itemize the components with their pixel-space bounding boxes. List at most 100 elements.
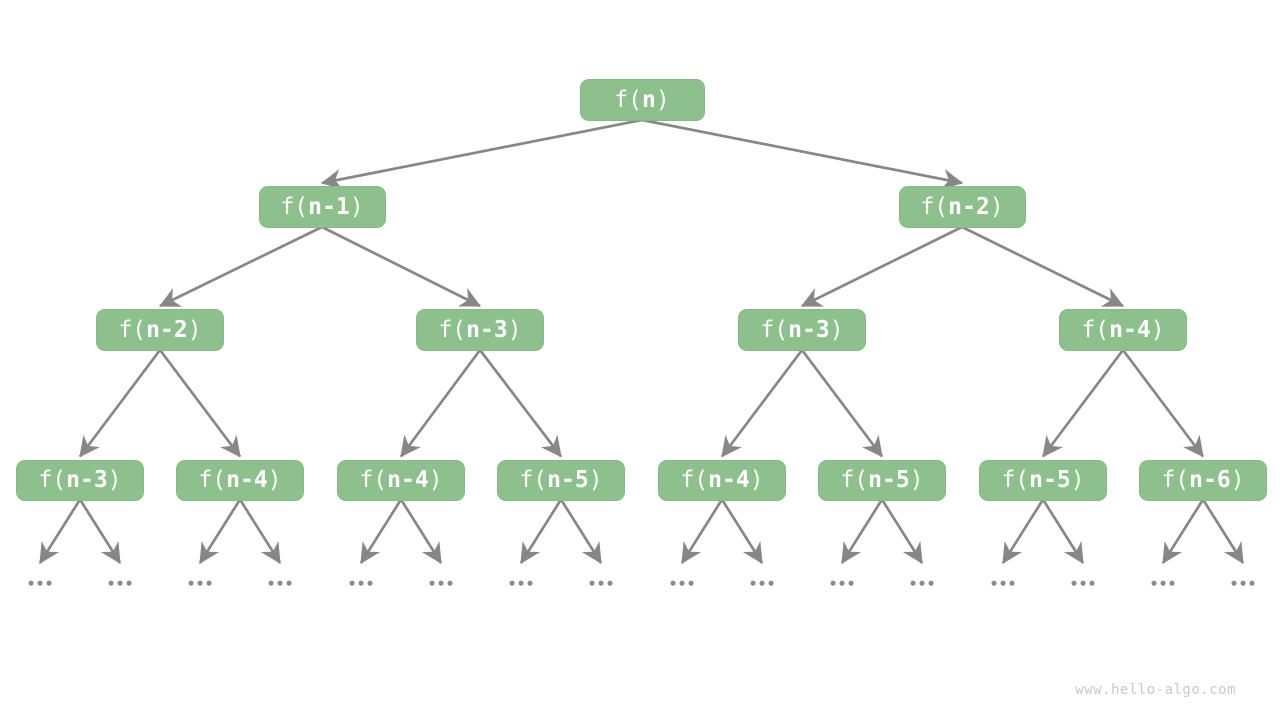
tree-edge bbox=[880, 498, 924, 564]
ellipsis-leaf bbox=[749, 580, 776, 586]
ellipsis-leaf bbox=[348, 580, 375, 586]
ellipsis-dot bbox=[1240, 580, 1246, 586]
node-label-suffix: ) bbox=[267, 466, 282, 493]
ellipsis-dot bbox=[1249, 580, 1255, 586]
tree-node: f(n-4) bbox=[337, 459, 465, 501]
ellipsis-leaf bbox=[909, 580, 936, 586]
tree-edge bbox=[158, 349, 242, 458]
ellipsis-dot bbox=[286, 580, 292, 586]
tree-node: f(n-3) bbox=[738, 309, 866, 351]
ellipsis-dot bbox=[527, 580, 533, 586]
node-label-suffix: ) bbox=[989, 193, 1004, 220]
tree-edge bbox=[840, 498, 884, 564]
ellipsis-dot bbox=[206, 580, 212, 586]
node-label-prefix: f( bbox=[38, 466, 67, 493]
node-label-argument: n bbox=[641, 86, 656, 113]
node-label-prefix: f( bbox=[198, 466, 227, 493]
ellipsis-dot bbox=[688, 580, 694, 586]
tree-node: f(n-2) bbox=[898, 186, 1026, 228]
tree-edge bbox=[680, 498, 724, 564]
tree-node: f(n-3) bbox=[416, 309, 544, 351]
tree-node: f(n-1) bbox=[258, 186, 386, 228]
node-label-prefix: f( bbox=[1001, 466, 1030, 493]
tree-edge bbox=[399, 498, 443, 564]
ellipsis-dot bbox=[759, 580, 765, 586]
ellipsis-leaf bbox=[27, 580, 54, 586]
tree-edge bbox=[800, 225, 963, 308]
node-label-argument: n-5 bbox=[547, 466, 589, 493]
tree-edge bbox=[559, 498, 603, 564]
node-label-argument: n-4 bbox=[1109, 316, 1151, 343]
ellipsis-dot bbox=[1080, 580, 1086, 586]
ellipsis-leaf bbox=[508, 580, 535, 586]
node-label-prefix: f( bbox=[760, 316, 789, 343]
tree-edge bbox=[399, 349, 482, 458]
node-label-argument: n-3 bbox=[788, 316, 830, 343]
ellipsis-dot bbox=[438, 580, 444, 586]
tree-edge bbox=[1041, 498, 1085, 564]
node-label-argument: n-2 bbox=[146, 316, 188, 343]
ellipsis-dot bbox=[117, 580, 123, 586]
ellipsis-dot bbox=[670, 580, 676, 586]
ellipsis-dot bbox=[349, 580, 355, 586]
node-label-suffix: ) bbox=[749, 466, 764, 493]
node-label-suffix: ) bbox=[588, 466, 603, 493]
ellipsis-leaf bbox=[1150, 580, 1177, 586]
ellipsis-dot bbox=[598, 580, 604, 586]
node-label-suffix: ) bbox=[507, 316, 522, 343]
node-label-prefix: f( bbox=[614, 86, 642, 113]
ellipsis-dot bbox=[1169, 580, 1175, 586]
tree-node: f(n-4) bbox=[1059, 309, 1187, 351]
ellipsis-dot bbox=[607, 580, 613, 586]
node-label-suffix: ) bbox=[1150, 316, 1165, 343]
ellipsis-leaf bbox=[588, 580, 615, 586]
node-label-suffix: ) bbox=[187, 316, 202, 343]
tree-edge bbox=[720, 349, 804, 458]
node-label-prefix: f( bbox=[519, 466, 548, 493]
ellipsis-dot bbox=[830, 580, 836, 586]
tree-edge bbox=[321, 225, 482, 308]
tree-edge bbox=[78, 349, 162, 458]
watermark: www.hello-algo.com bbox=[1075, 682, 1236, 698]
node-label-prefix: f( bbox=[1081, 316, 1110, 343]
ellipsis-dot bbox=[518, 580, 524, 586]
ellipsis-dot bbox=[358, 580, 364, 586]
node-label-argument: n-5 bbox=[868, 466, 910, 493]
ellipsis-dot bbox=[928, 580, 934, 586]
ellipsis-leaf bbox=[107, 580, 134, 586]
node-label-argument: n-3 bbox=[66, 466, 108, 493]
tree-node: f(n-4) bbox=[658, 459, 786, 501]
tree-edge bbox=[641, 118, 964, 190]
tree-edge bbox=[1121, 349, 1205, 458]
node-label-suffix: ) bbox=[1070, 466, 1085, 493]
tree-edge bbox=[38, 498, 82, 564]
node-label-argument: n-4 bbox=[387, 466, 429, 493]
tree-edge bbox=[720, 498, 764, 564]
tree-edge bbox=[238, 498, 282, 564]
node-label-prefix: f( bbox=[1161, 466, 1190, 493]
tree-edge bbox=[320, 118, 643, 190]
node-label-suffix: ) bbox=[829, 316, 844, 343]
ellipsis-dot bbox=[919, 580, 925, 586]
node-label-argument: n-4 bbox=[226, 466, 268, 493]
ellipsis-dot bbox=[268, 580, 274, 586]
tree-node: f(n-3) bbox=[16, 459, 144, 501]
tree-edge bbox=[198, 498, 242, 564]
tree-node: f(n-5) bbox=[979, 459, 1107, 501]
tree-edge bbox=[961, 225, 1125, 308]
tree-edge bbox=[158, 225, 323, 308]
ellipsis-dot bbox=[679, 580, 685, 586]
ellipsis-dot bbox=[1000, 580, 1006, 586]
tree-node: f(n) bbox=[579, 79, 705, 121]
tree-edge bbox=[1001, 498, 1045, 564]
ellipsis-dot bbox=[197, 580, 203, 586]
tree-node: f(n-4) bbox=[176, 459, 304, 501]
ellipsis-dot bbox=[589, 580, 595, 586]
ellipsis-leaf bbox=[669, 580, 696, 586]
tree-edge bbox=[1041, 349, 1125, 458]
tree-node: f(n-5) bbox=[497, 459, 625, 501]
ellipsis-leaf bbox=[990, 580, 1017, 586]
tree-node: f(n-2) bbox=[96, 309, 224, 351]
